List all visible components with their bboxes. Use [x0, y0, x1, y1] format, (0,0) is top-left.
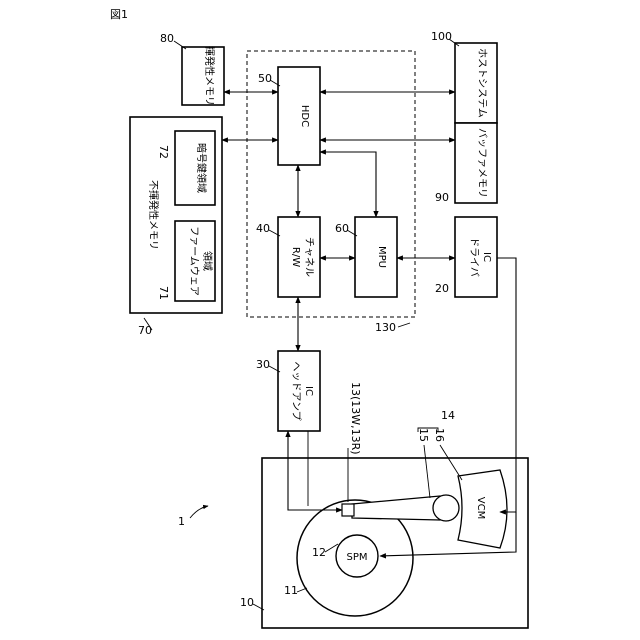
firmware-area-ref: 71	[157, 286, 170, 300]
buffer-memory-block	[455, 123, 497, 203]
driver-ic-ref: 20	[435, 282, 449, 295]
figure-title: 図1	[110, 8, 128, 21]
firmware-area-label1: ファームウェア	[188, 226, 200, 296]
rw-channel-ref: 40	[256, 222, 270, 235]
hdc-ref: 50	[258, 72, 272, 85]
host-system-ref: 100	[431, 30, 452, 43]
spm-label: SPM	[346, 552, 367, 563]
disk-ref: 11	[284, 584, 298, 597]
nonvolatile-memory-label: 不揮発性メモリ	[147, 180, 160, 250]
controller-ref: 130	[375, 321, 396, 334]
vcm-ref: 16	[433, 428, 446, 442]
mpu-block	[355, 217, 397, 297]
system-ref-arrow	[190, 506, 208, 518]
arm-ref: 15	[417, 428, 430, 442]
buffer-memory-label: バッファメモリ	[476, 128, 488, 198]
spm-ref: 12	[312, 546, 326, 559]
head-amp-ic-label1: ヘッドアンプ	[290, 361, 302, 420]
volatile-memory-label: 揮発性メモリ	[203, 46, 216, 106]
mpu-ref: 60	[335, 222, 349, 235]
mpu-label: MPU	[376, 246, 387, 268]
volatile-memory-leader	[174, 41, 186, 49]
firmware-area-label2: 領域	[201, 251, 214, 271]
rw-channel-label2: チャネル	[303, 237, 315, 277]
head-amp-ic-label2: IC	[303, 386, 314, 396]
system-ref: 1	[178, 515, 185, 528]
arm-pivot	[433, 495, 459, 521]
host-system-block	[455, 43, 497, 123]
head-ref: 13(13W,13R)	[349, 382, 362, 455]
driver-ic-label1: ドライバ	[468, 237, 480, 277]
volatile-memory-ref: 80	[160, 32, 174, 45]
rw-channel-label1: R/W	[290, 247, 301, 267]
head-amp-ic-ref: 30	[256, 358, 270, 371]
hdc-label: HDC	[299, 105, 310, 127]
crypto-key-area-label: 暗号鍵領域	[195, 143, 208, 193]
actuator-ref: 14	[441, 409, 455, 422]
host-system-label: ホストシステム	[476, 48, 488, 118]
nonvolatile-memory-ref: 70	[138, 324, 152, 337]
head-slider	[342, 504, 354, 516]
hdc-block	[278, 67, 320, 165]
conn-hdc-mpu	[320, 152, 376, 217]
volatile-memory-block	[182, 47, 224, 105]
vcm-label: VCM	[475, 497, 486, 519]
crypto-key-area-ref: 72	[157, 145, 170, 159]
buffer-memory-ref: 90	[435, 191, 449, 204]
disk-enclosure-ref: 10	[240, 596, 254, 609]
crypto-key-area-block	[175, 131, 215, 205]
driver-ic-label2: IC	[481, 252, 492, 262]
controller-leader	[398, 323, 410, 327]
